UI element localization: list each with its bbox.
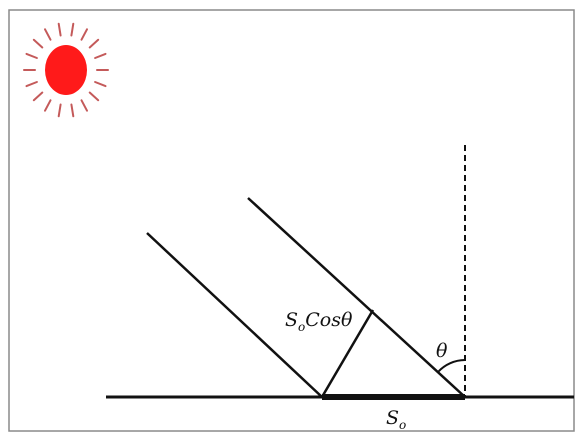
sun-ray [88, 38, 100, 49]
sun-ray [94, 81, 107, 88]
surface-flux-label: So [386, 407, 406, 432]
sun-ray [44, 28, 52, 41]
sun-ray [57, 103, 62, 118]
angle-arc [437, 359, 466, 373]
sun-icon [23, 22, 109, 118]
sun-ray [70, 22, 75, 37]
sun-ray [80, 28, 88, 41]
sun-rays [23, 22, 109, 118]
sun-ray [25, 52, 38, 59]
sun-ray [94, 52, 107, 59]
sun-ray [80, 99, 88, 112]
sun-ray [44, 99, 52, 112]
projected-flux-suffix: Cosθ [305, 309, 353, 331]
sun-ray [70, 103, 75, 118]
projected-flux-label: SoCosθ [285, 309, 353, 334]
projected-flux-symbol: S [285, 309, 298, 331]
sun-ray [25, 81, 38, 88]
surface-flux-subscript: o [399, 418, 406, 432]
projection-line [320, 309, 375, 398]
sun-ray-left [146, 232, 323, 398]
projected-flux-subscript: o [298, 320, 305, 334]
sun-ray [88, 91, 100, 102]
sun-ray [57, 22, 62, 37]
angle-label: θ [436, 340, 448, 362]
diagram-frame [8, 9, 575, 432]
sun-ray [32, 91, 44, 102]
sun-ray-right [247, 197, 466, 398]
sun-ray [32, 38, 44, 49]
sun-disc [45, 45, 87, 95]
surface-flux-symbol: S [386, 407, 399, 429]
